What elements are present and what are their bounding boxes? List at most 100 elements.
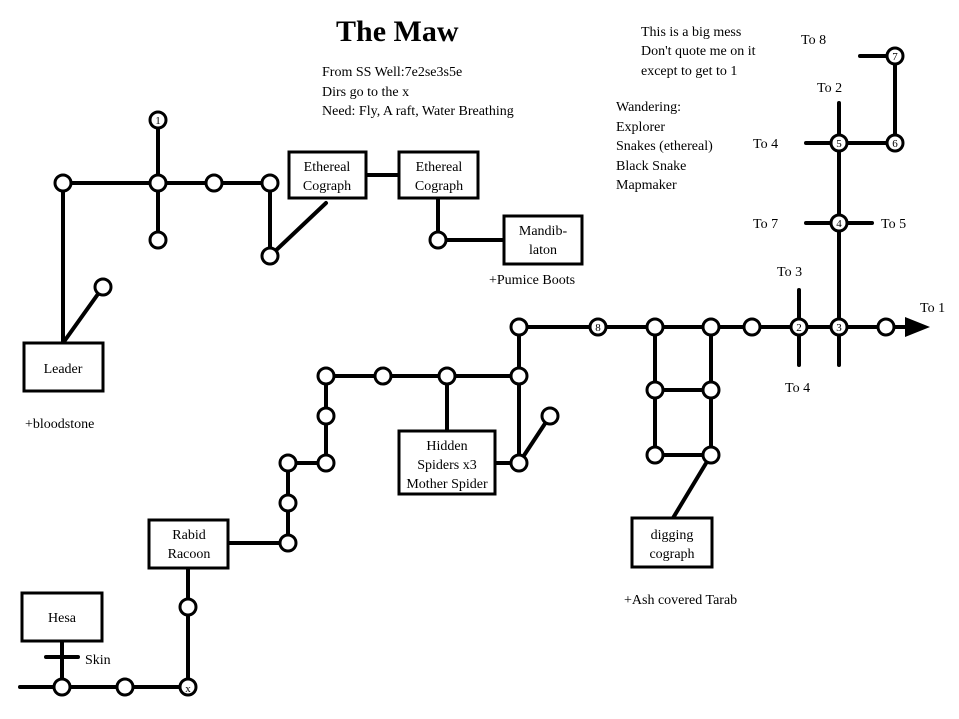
room-node — [278, 533, 298, 553]
arrow-head-icon — [905, 317, 930, 337]
disclaimer-line: except to get to 1 — [641, 64, 737, 79]
room-node — [742, 317, 762, 337]
wandering-line: Black Snake — [616, 159, 686, 174]
wandering-list: Wandering: Explorer Snakes (ethereal) Bl… — [616, 100, 713, 193]
room-label: Cograph — [303, 179, 351, 194]
room-label: Hesa — [48, 611, 77, 626]
info-line: Need: Fly, A raft, Water Breathing — [322, 104, 514, 119]
room-node — [645, 317, 665, 337]
room-node — [52, 677, 72, 697]
room-hidden-spiders: Hidden Spiders x3 Mother Spider — [397, 429, 497, 496]
node-label-2: 2 — [796, 322, 802, 334]
note-ash-covered-tarab: +Ash covered Tarab — [624, 593, 737, 608]
room-node — [829, 133, 849, 153]
node-label-5: 5 — [836, 138, 842, 150]
room-node — [885, 46, 905, 66]
room-node — [260, 246, 280, 266]
room-node — [509, 366, 529, 386]
room-node — [645, 445, 665, 465]
room-node — [278, 493, 298, 513]
node-label-6: 6 — [892, 138, 898, 150]
room-label: Spiders x3 — [417, 458, 477, 473]
room-node — [509, 317, 529, 337]
info-line: Dirs go to the x — [322, 85, 409, 100]
room-label: Leader — [44, 362, 83, 377]
exit-to-1: To 1 — [920, 301, 945, 316]
room-node — [53, 173, 73, 193]
room-rabid-racoon: Rabid Racoon — [147, 518, 230, 570]
node-label-x: x — [185, 683, 191, 695]
room-node — [260, 173, 280, 193]
room-digging-cograph: digging cograph — [630, 516, 714, 569]
wandering-line: Snakes (ethereal) — [616, 139, 713, 154]
room-node — [588, 317, 608, 337]
disclaimer-note: This is a big mess Don't quote me on it … — [641, 25, 756, 79]
room-node — [93, 277, 113, 297]
room-node — [701, 445, 721, 465]
room-label: Ethereal — [416, 160, 463, 175]
route-info: From SS Well:7e2se3s5e Dirs go to the x … — [322, 65, 514, 119]
map-nodes — [52, 46, 905, 697]
room-node — [701, 317, 721, 337]
room-mandiblaton: Mandib- laton — [502, 214, 584, 266]
room-ethereal-cograph-1: Ethereal Cograph — [287, 150, 368, 200]
room-label: Mandib- — [519, 224, 568, 239]
exit-labels: To 8 To 2 To 4 To 7 To 5 To 3 To 1 To 4 — [753, 33, 945, 396]
room-node — [540, 406, 560, 426]
room-node — [509, 453, 529, 473]
map-title: The Maw — [336, 15, 459, 48]
room-node — [701, 380, 721, 400]
node-labels: 1 2 3 4 5 6 7 8 x — [155, 51, 898, 695]
room-node — [278, 453, 298, 473]
exit-to-3: To 3 — [777, 265, 802, 280]
wandering-line: Wandering: — [616, 100, 681, 115]
exit-to-7: To 7 — [753, 217, 778, 232]
room-label: Ethereal — [304, 160, 351, 175]
info-line: From SS Well:7e2se3s5e — [322, 65, 462, 80]
room-label: Hidden — [426, 439, 467, 454]
room-node — [876, 317, 896, 337]
node-label-7: 7 — [892, 51, 898, 63]
room-label: Cograph — [415, 179, 463, 194]
node-label-1: 1 — [155, 115, 161, 127]
room-node — [115, 677, 135, 697]
room-node — [178, 677, 198, 697]
room-hesa: Hesa — [20, 591, 104, 643]
room-ethereal-cograph-2: Ethereal Cograph — [397, 150, 480, 200]
room-node — [437, 366, 457, 386]
exit-to-2: To 2 — [817, 81, 842, 96]
room-label: Racoon — [168, 547, 211, 562]
room-node — [829, 317, 849, 337]
room-node — [829, 213, 849, 233]
room-node — [316, 406, 336, 426]
node-label-3: 3 — [836, 322, 842, 334]
room-node — [373, 366, 393, 386]
room-node — [148, 230, 168, 250]
room-label: cograph — [649, 547, 694, 562]
exit-to-5: To 5 — [881, 217, 906, 232]
room-node — [789, 317, 809, 337]
room-node — [428, 230, 448, 250]
exit-to-4: To 4 — [753, 137, 778, 152]
room-label: laton — [529, 243, 557, 258]
note-skin: Skin — [85, 653, 111, 668]
room-node — [316, 453, 336, 473]
exit-to-8: To 8 — [801, 33, 826, 48]
room-node — [645, 380, 665, 400]
room-label: Mother Spider — [406, 477, 488, 492]
room-leader: Leader — [22, 341, 105, 393]
room-label: Rabid — [172, 528, 205, 543]
exit-to-4-south: To 4 — [785, 381, 810, 396]
node-label-4: 4 — [836, 218, 842, 230]
room-node — [885, 133, 905, 153]
wandering-line: Mapmaker — [616, 178, 677, 193]
node-label-8: 8 — [595, 322, 601, 334]
disclaimer-line: Don't quote me on it — [641, 44, 756, 59]
note-bloodstone: +bloodstone — [25, 417, 94, 432]
room-node — [148, 110, 168, 130]
wandering-line: Explorer — [616, 120, 665, 135]
room-node — [148, 173, 168, 193]
note-pumice-boots: +Pumice Boots — [489, 273, 575, 288]
room-node — [204, 173, 224, 193]
